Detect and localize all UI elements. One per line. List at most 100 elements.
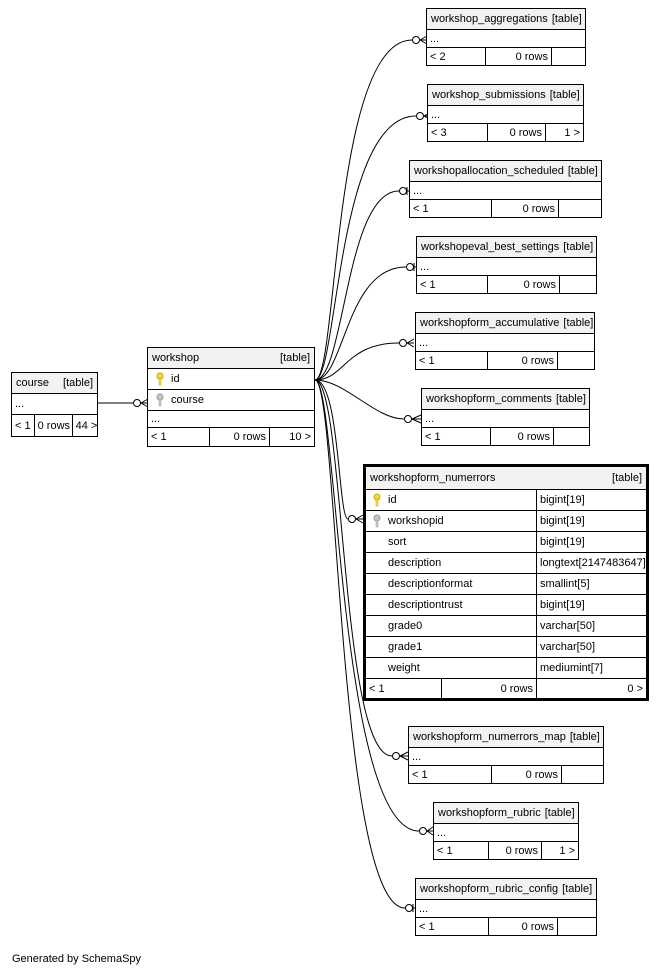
table-header: workshop_submissions [table] [428, 85, 583, 106]
ellipsis-row: ... [416, 900, 596, 918]
key-icon [373, 493, 381, 507]
table-name: workshop [152, 352, 200, 364]
table-workshopform-rubric[interactable]: workshopform_rubric [table] ... < 1 0 ro… [433, 802, 579, 860]
parents-count: < 1 [437, 844, 453, 857]
table-workshop-aggregations[interactable]: workshop_aggregations [table] ... < 2 0 … [426, 8, 586, 66]
spacer [370, 556, 384, 570]
children-count: 0 > [536, 679, 646, 698]
table-footer: < 1 0 rows [410, 200, 601, 217]
ellipsis-row: ... [416, 334, 594, 352]
table-workshopform-accumulative[interactable]: workshopform_accumulative [table] ... < … [415, 312, 595, 370]
table-header: workshop [table] [148, 348, 314, 369]
column-name: grade0 [388, 620, 423, 632]
column-name-cell: grade1 [366, 637, 536, 657]
row-count: 0 rows [490, 428, 553, 445]
table-footer: < 1 0 rows [417, 276, 596, 293]
table-header: workshop_aggregations [table] [427, 9, 585, 30]
row-count: 0 rows [491, 766, 561, 783]
edge-workshop-evalbest [314, 266, 407, 381]
edge-workshop-submissions [314, 115, 417, 381]
parents-count: < 1 [419, 354, 435, 367]
row-count: 0 rows [487, 352, 557, 369]
column-name-cell: descriptionformat [366, 574, 536, 594]
children-count [558, 200, 601, 217]
table-footer: < 1 0 rows 0 > [366, 679, 646, 698]
column-type: mediumint[7] [536, 658, 646, 678]
row-count: 0 rows [441, 679, 536, 698]
table-workshopform-comments[interactable]: workshopform_comments [table] ... < 1 0 … [421, 388, 590, 446]
children-count: 1 > [541, 842, 578, 859]
row-count: 0 rows [491, 200, 558, 217]
parents-count: < 1 [413, 202, 429, 215]
parents-count: < 1 [412, 768, 428, 781]
table-footer: < 1 0 rows [416, 352, 594, 369]
table-header: workshopallocation_scheduled [table] [410, 161, 601, 182]
column-name-cell: grade0 [366, 616, 536, 636]
spacer [370, 598, 384, 612]
column-type: bigint[19] [536, 595, 646, 615]
column-name-cell: id [366, 490, 536, 510]
table-workshopallocation-scheduled[interactable]: workshopallocation_scheduled [table] ...… [409, 160, 602, 218]
table-tag: [table] [567, 165, 598, 177]
edge-end-zero [133, 399, 141, 407]
ellipsis-row: ... [409, 748, 603, 766]
table-tag: [table] [612, 472, 642, 484]
table-header: course [table] [12, 373, 97, 394]
table-name: workshopform_accumulative [420, 317, 560, 329]
table-tag: [table] [569, 731, 600, 743]
children-count [557, 918, 596, 935]
foreign-key-icon [373, 514, 381, 528]
column-name: workshopid [388, 515, 444, 527]
children-count: 44 > [71, 415, 101, 436]
children-count [559, 276, 596, 293]
table-footer: < 1 0 rows 44 > [12, 415, 97, 436]
column-type: varchar[50] [536, 637, 646, 657]
row-count: 0 rows [487, 276, 559, 293]
table-workshopform-numerrors-map[interactable]: workshopform_numerrors_map [table] ... <… [408, 726, 604, 784]
table-footer: < 1 0 rows 1 > [434, 842, 578, 859]
column-name-cell: sort [366, 532, 536, 552]
column-type: longtext[2147483647] [536, 553, 646, 573]
table-workshop[interactable]: workshop [table] id course ... < 1 0 row… [147, 347, 315, 447]
table-header: workshopform_numerrors [table] [366, 467, 646, 490]
column-row: course [148, 390, 314, 411]
column-name: id [171, 373, 180, 385]
table-tag: [table] [63, 377, 93, 389]
ellipsis-row: ... [12, 394, 97, 415]
key-icon [156, 372, 164, 386]
children-count [557, 352, 594, 369]
edge-workshop-comments [314, 379, 405, 420]
table-tag: [table] [562, 883, 593, 895]
edge-workshop-aggregations [314, 39, 413, 381]
table-footer: < 1 0 rows [416, 918, 596, 935]
parents-count: < 1 [419, 920, 435, 933]
ellipsis-row: ... [148, 411, 314, 428]
ellipsis-row: ... [422, 410, 589, 428]
table-tag: [table] [549, 89, 580, 101]
column-name-cell: weight [366, 658, 536, 678]
spacer [370, 535, 384, 549]
table-workshop-submissions[interactable]: workshop_submissions [table] ... < 3 0 r… [427, 84, 584, 142]
column-row: id [148, 369, 314, 390]
table-name: workshopform_comments [426, 393, 552, 405]
column-type: varchar[50] [536, 616, 646, 636]
parents-count: < 1 [420, 278, 436, 291]
table-workshopform-rubric-config[interactable]: workshopform_rubric_config [table] ... <… [415, 878, 597, 936]
table-workshopeval-best-settings[interactable]: workshopeval_best_settings [table] ... <… [416, 236, 597, 294]
column-name: id [388, 494, 397, 506]
table-course[interactable]: course [table] ... < 1 0 rows 44 > [11, 372, 98, 437]
table-name: workshopeval_best_settings [421, 241, 560, 253]
table-header: workshopform_rubric_config [table] [416, 879, 596, 900]
spacer [370, 661, 384, 675]
edge-workshop-allocation [314, 190, 400, 381]
parents-count: < 1 [425, 430, 441, 443]
